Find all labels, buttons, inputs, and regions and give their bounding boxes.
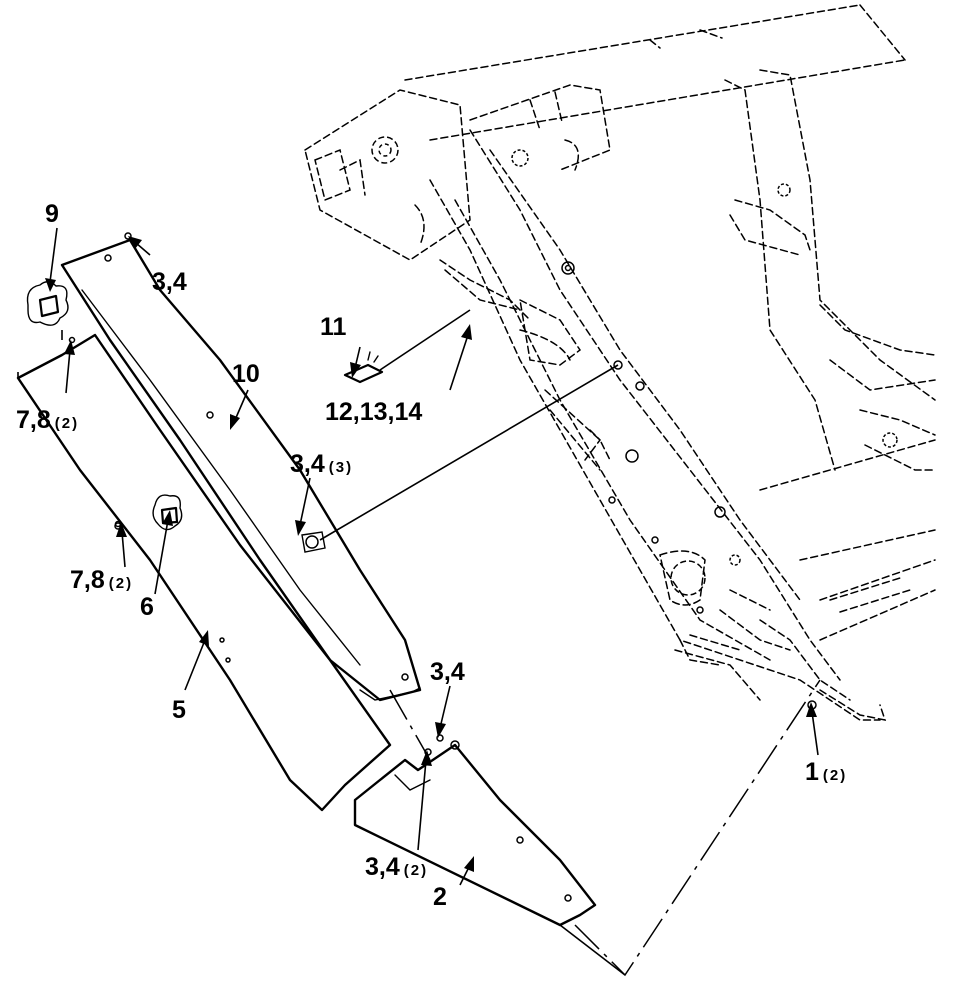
callout-7-8-upper: 7,8(2) xyxy=(16,406,79,434)
callout-2: 2 xyxy=(433,883,447,911)
callout-3-4-top: 3,4 xyxy=(152,268,187,296)
cover-panel-10 xyxy=(60,238,422,702)
frame-chassis xyxy=(304,4,936,721)
callout-7-8-lower: 7,8(2) xyxy=(70,566,133,594)
assembly-lines xyxy=(17,309,821,977)
callout-3-4-bottom: 3,4(2) xyxy=(365,853,428,881)
callout-11: 11 xyxy=(320,313,347,341)
latch-6 xyxy=(152,494,183,531)
fasteners xyxy=(68,232,817,756)
callout-12-13-14: 12,13,14 xyxy=(325,398,422,426)
callout-1: 1(2) xyxy=(805,758,847,786)
callout-3-4-center: 3,4(3) xyxy=(290,450,353,478)
callout-3-4-lower: 3,4 xyxy=(430,658,465,686)
callout-6: 6 xyxy=(140,593,154,621)
callout-10: 10 xyxy=(232,360,260,388)
clip-11 xyxy=(343,351,384,384)
callout-labels: 9 3,4 11 10 12,13,14 7,8(2) 3,4(3) 7,8(2… xyxy=(16,200,847,911)
callout-leaders xyxy=(45,227,819,886)
callout-9: 9 xyxy=(45,200,59,228)
latch-9 xyxy=(26,281,69,326)
callout-5: 5 xyxy=(172,696,186,724)
side-plate-2 xyxy=(353,740,597,927)
